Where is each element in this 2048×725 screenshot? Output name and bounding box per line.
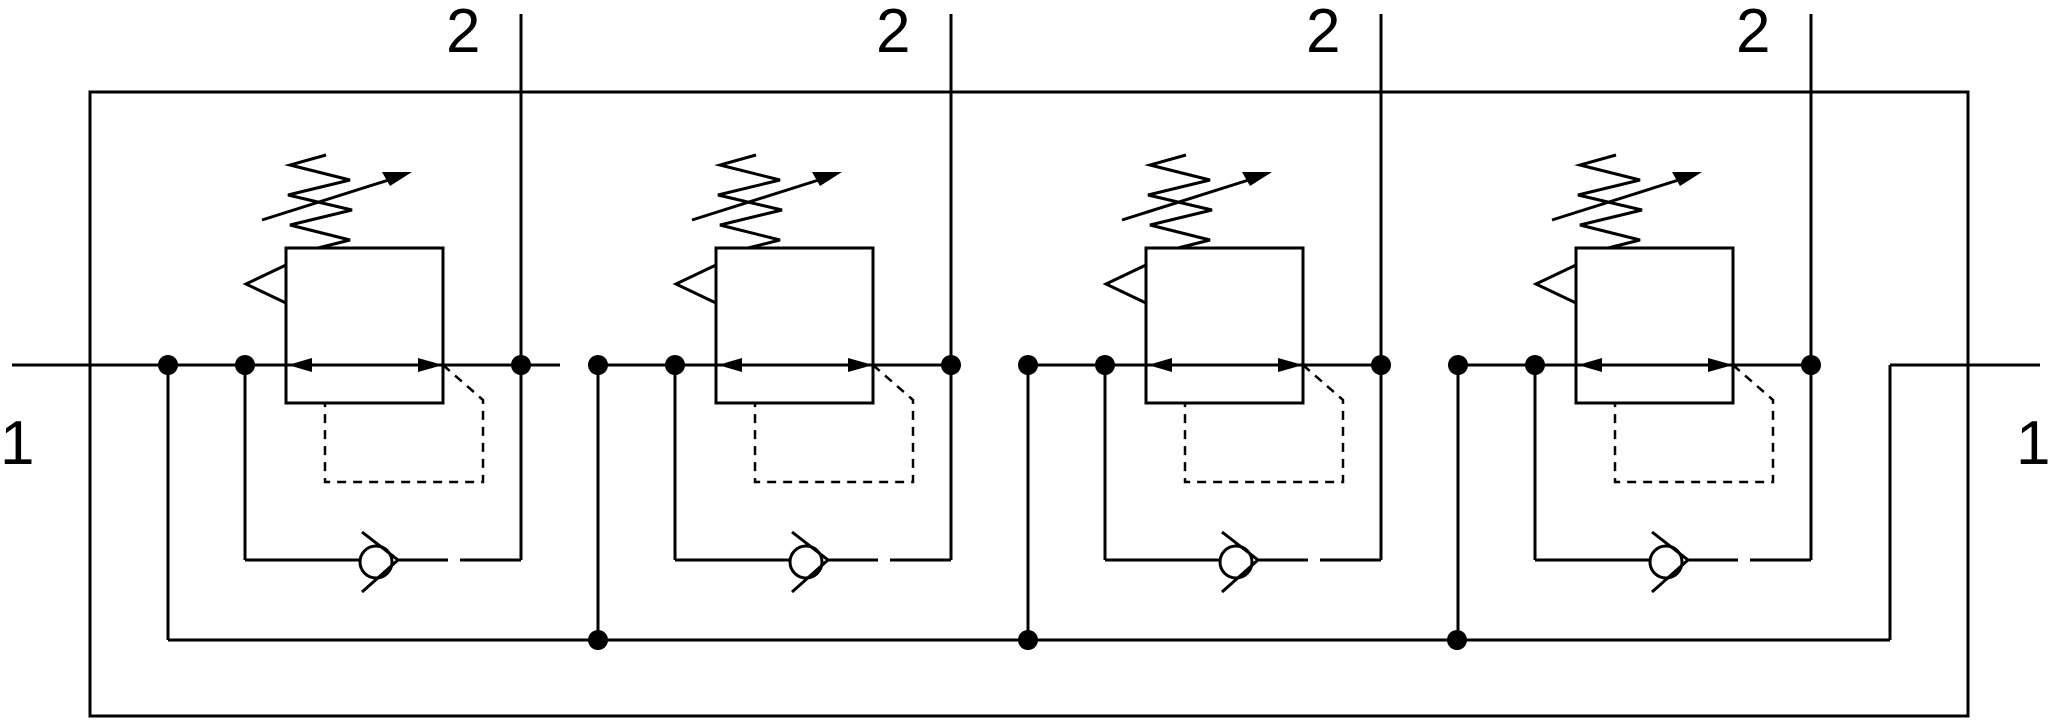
junction-dot [1018,355,1038,375]
junction-dot [941,355,961,375]
regulator-body [1144,246,1305,405]
exhaust-triangle-icon [242,263,287,305]
pilot-line [1613,364,1775,484]
outlet-port-label: 2 [1736,0,1770,66]
adjust-arrow-head [382,172,412,186]
adjust-arrow-head [1242,172,1272,186]
exhaust-triangle-icon [1102,263,1147,305]
junction-dot [1448,355,1468,375]
pilot-line [323,364,485,484]
junction-dot [665,355,685,375]
junction-dot [1525,355,1545,375]
flow-arrow-right [418,358,443,372]
outlet-port-label: 2 [1306,0,1340,66]
flow-arrow-left [288,358,312,372]
outlet-port-label: 2 [446,0,480,66]
junction-dot [235,355,255,375]
junction-dot [1801,355,1821,375]
regulator-stations: 2 2 2 2 [235,0,1821,640]
junction-dot [511,355,531,375]
regulator-body [284,246,445,405]
flow-arrow-left [718,358,742,372]
inlet-port-label-right: 1 [2016,409,2048,478]
inlet-port-label-left: 1 [0,409,34,478]
junction-dot [1095,355,1115,375]
outlet-port-label: 2 [876,0,910,66]
regulator-body [1574,246,1735,405]
manifold-enclosure [88,90,1970,718]
adjust-arrow-line [1551,176,1686,222]
adjust-arrow-line [691,176,826,222]
adjust-arrow-line [1121,176,1256,222]
flow-arrow-right [1278,358,1303,372]
pilot-line [753,364,915,484]
junction-dot [1371,355,1391,375]
regulator-body [714,246,875,405]
junction-dot [588,355,608,375]
flow-arrow-right [848,358,873,372]
exhaust-triangle-icon [672,263,717,305]
adjust-arrow-head [812,172,842,186]
flow-arrow-left [1578,358,1602,372]
flow-arrow-right [1708,358,1733,372]
pilot-line [1183,364,1345,484]
adjust-arrow-head [1672,172,1702,186]
flow-arrow-left [1148,358,1172,372]
exhaust-triangle-icon [1532,263,1577,305]
junction-dot [158,355,178,375]
adjust-arrow-line [261,176,396,222]
